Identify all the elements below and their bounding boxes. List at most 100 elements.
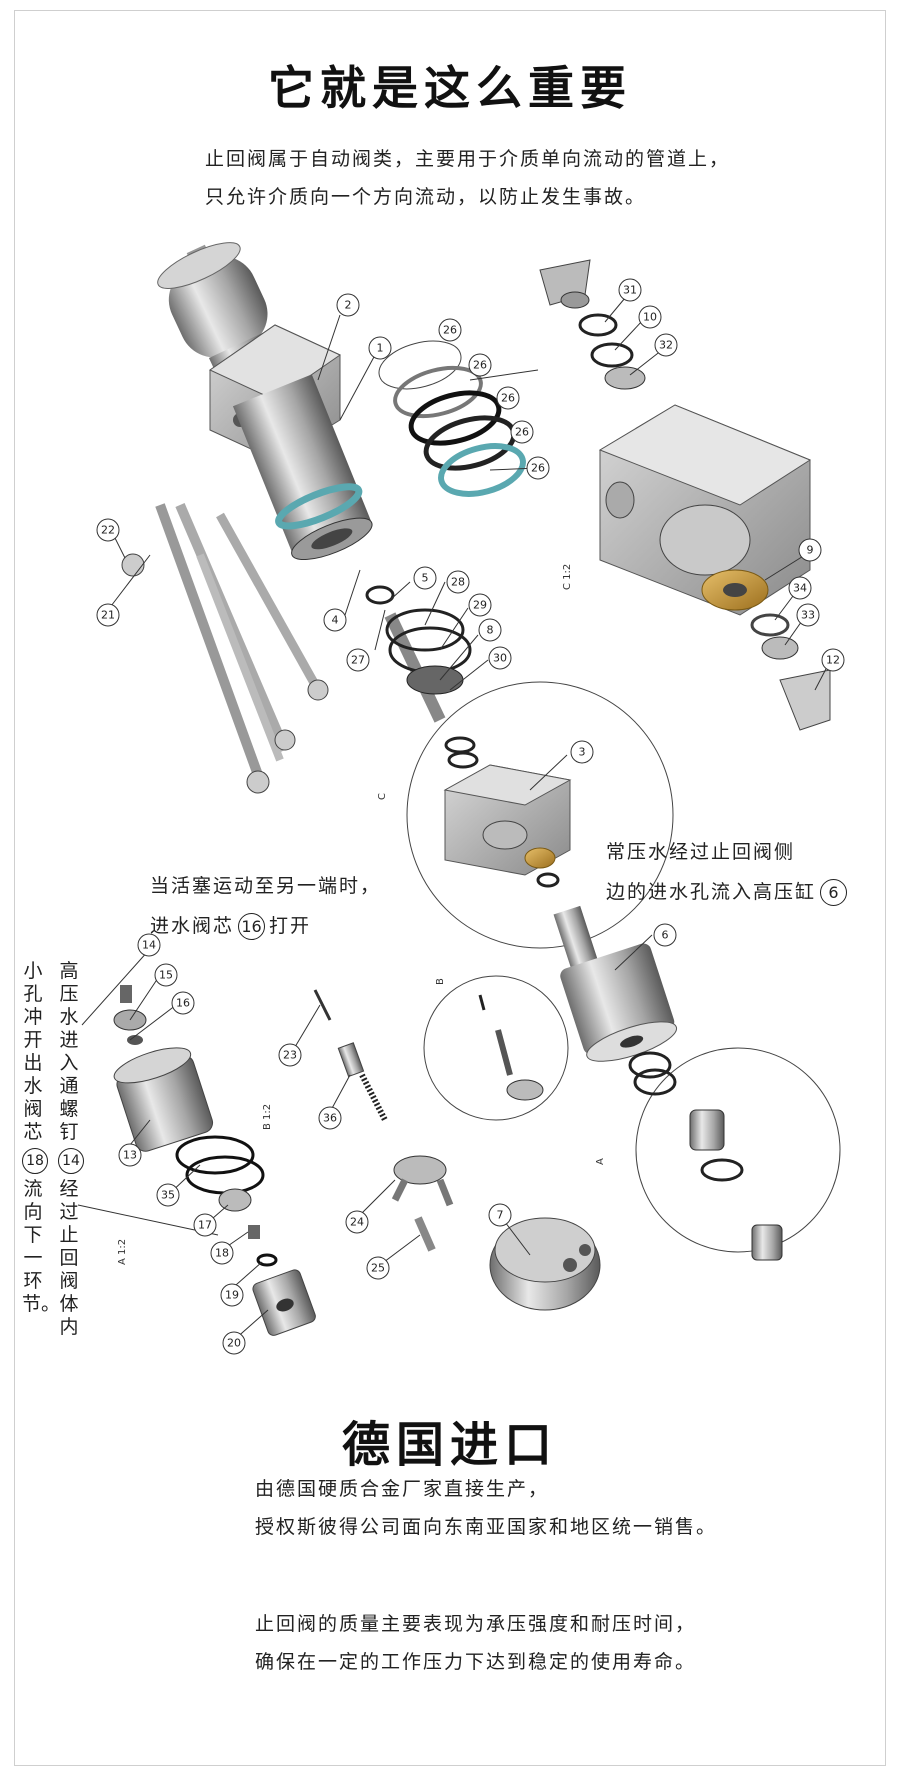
detail-b-parts <box>478 994 544 1101</box>
svg-text:33: 33 <box>801 609 815 622</box>
svg-text:13: 13 <box>123 1149 137 1162</box>
part-callout: 36 <box>318 1106 342 1130</box>
part-callout: 17 <box>193 1213 217 1237</box>
svg-text:29: 29 <box>473 599 487 612</box>
svg-text:26: 26 <box>531 462 545 475</box>
svg-text:23: 23 <box>283 1049 297 1062</box>
svg-text:9: 9 <box>807 544 814 557</box>
svg-text:30: 30 <box>493 652 507 665</box>
part-callout: 8 <box>478 618 502 642</box>
exploded-valve-diagram: 2 1 26 26 26 26 26 31 10 32 9 34 33 12 2… <box>77 242 845 1355</box>
detail-circle-a <box>635 1047 841 1253</box>
check-valve-block-3 <box>443 764 572 888</box>
part-callout: 2 <box>336 293 360 317</box>
svg-text:2: 2 <box>345 299 352 312</box>
svg-text:26: 26 <box>473 359 487 372</box>
svg-text:35: 35 <box>161 1189 175 1202</box>
part-callout: 25 <box>366 1256 390 1280</box>
svg-text:19: 19 <box>225 1289 239 1302</box>
quality-line-1: 止回阀的质量主要表现为承压强度和耐压时间， <box>255 1613 697 1635</box>
svg-text:24: 24 <box>350 1216 364 1229</box>
part-callout: 23 <box>278 1043 302 1067</box>
bracket-24 <box>391 1155 454 1207</box>
part-callout: 15 <box>154 963 178 987</box>
scale-note-a: A 1:2 <box>117 1239 128 1265</box>
svg-text:15: 15 <box>159 969 173 982</box>
part-callout: 31 <box>618 278 642 302</box>
part-callout: 20 <box>222 1331 246 1355</box>
detail-circle-b <box>423 975 569 1121</box>
right-valve-block <box>598 404 831 731</box>
top-right-fitting <box>539 259 646 390</box>
part-callout: 1 <box>368 336 392 360</box>
vertical-annotation-col2: 小孔冲开出水阀芯 18 流向下一环节。 <box>22 960 61 1315</box>
page-title: 它就是这么重要 <box>268 61 632 115</box>
pin-23 <box>313 989 332 1021</box>
detail-label-c: C <box>377 793 388 800</box>
svg-text:5: 5 <box>422 572 429 585</box>
part-callout: 30 <box>488 646 512 670</box>
svg-text:34: 34 <box>793 582 807 595</box>
part-callout: 26 <box>510 420 534 444</box>
end-cap-7 <box>489 1217 601 1311</box>
section-title-germany: 德国进口 <box>341 1417 558 1473</box>
center-parts-stack <box>365 585 479 769</box>
part-ref-18: 18 <box>22 1148 48 1174</box>
part-callout: 6 <box>653 923 677 947</box>
seal-rings-26 <box>378 340 526 497</box>
svg-text:17: 17 <box>198 1219 212 1232</box>
svg-text:3: 3 <box>579 746 586 759</box>
svg-text:25: 25 <box>371 1262 385 1275</box>
tie-rods <box>121 503 329 794</box>
main-cylinder-assembly <box>157 242 373 560</box>
page-frame <box>14 10 886 1766</box>
svg-text:14: 14 <box>142 939 156 952</box>
intro-line-2: 只允许介质向一个方向流动，以防止发生事故。 <box>205 186 647 208</box>
part-callout: 28 <box>446 570 470 594</box>
svg-text:26: 26 <box>501 392 515 405</box>
intro-line-1: 止回阀属于自动阀类，主要用于介质单向流动的管道上， <box>205 148 731 170</box>
part-callout: 7 <box>488 1203 512 1227</box>
part-callout: 13 <box>118 1143 142 1167</box>
svg-text:36: 36 <box>323 1112 337 1125</box>
svg-text:4: 4 <box>332 614 339 627</box>
part-callout: 18 <box>210 1241 234 1265</box>
part-callout: 33 <box>796 603 820 627</box>
detail-circle-c <box>406 681 674 949</box>
part-callout: 4 <box>323 608 347 632</box>
quality-line-2: 确保在一定的工作压力下达到稳定的使用寿命。 <box>255 1651 697 1673</box>
part-ref-16: 16 <box>238 913 266 940</box>
part-callout: 26 <box>526 456 550 480</box>
quality-paragraph: 止回阀的质量主要表现为承压强度和耐压时间， 确保在一定的工作压力下达到稳定的使用… <box>255 1605 696 1681</box>
part-callouts: 2 1 26 26 26 26 26 31 10 32 9 34 33 12 2… <box>96 278 845 1355</box>
part-callout: 26 <box>438 318 462 342</box>
intro-paragraph: 止回阀属于自动阀类，主要用于介质单向流动的管道上， 只允许介质向一个方向流动，以… <box>205 140 730 216</box>
part-callout: 21 <box>96 603 120 627</box>
svg-text:10: 10 <box>643 311 657 324</box>
high-pressure-cylinder-6 <box>553 905 678 1062</box>
valve-core-assembly <box>113 985 316 1336</box>
detail-label-a: A <box>595 1158 606 1165</box>
spring-36 <box>337 1042 388 1122</box>
part-callout: 16 <box>171 991 195 1015</box>
part-callout: 29 <box>468 593 492 617</box>
part-ref-6: 6 <box>820 879 848 906</box>
svg-text:32: 32 <box>659 339 673 352</box>
part-callout: 3 <box>570 740 594 764</box>
svg-text:20: 20 <box>227 1337 241 1350</box>
part-callout: 19 <box>220 1283 244 1307</box>
part-callout: 22 <box>96 518 120 542</box>
screw-25 <box>414 1216 436 1252</box>
part-callout: 24 <box>345 1210 369 1234</box>
part-callout: 34 <box>788 576 812 600</box>
annotation-right-line-1: 常压水经过止回阀侧 <box>606 841 796 863</box>
import-line-1: 由德国硬质合金厂家直接生产， <box>255 1478 550 1500</box>
svg-text:21: 21 <box>101 609 115 622</box>
svg-text:22: 22 <box>101 524 115 537</box>
part-callout: 9 <box>798 538 822 562</box>
svg-text:28: 28 <box>451 576 465 589</box>
svg-text:26: 26 <box>515 426 529 439</box>
svg-text:6: 6 <box>662 929 669 942</box>
